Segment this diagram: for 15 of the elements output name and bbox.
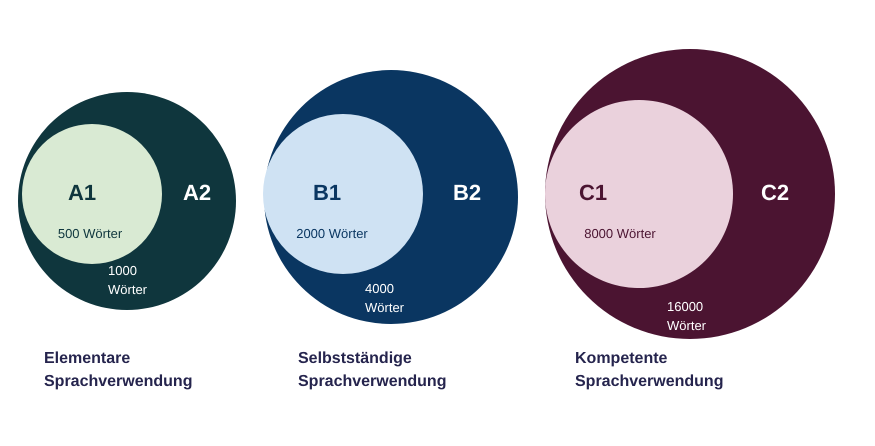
level-label: B2 bbox=[452, 180, 482, 206]
level-label: C1 bbox=[578, 180, 608, 206]
word-count-label: 4000 Wörter bbox=[365, 280, 405, 317]
level-label: C2 bbox=[760, 180, 790, 206]
word-count-label: 500 Wörter bbox=[58, 226, 122, 242]
level-label: A2 bbox=[182, 180, 212, 206]
level-label: A1 bbox=[68, 180, 96, 206]
level-label: B1 bbox=[312, 180, 342, 206]
group-caption: Kompetente Sprachverwendung bbox=[575, 349, 724, 392]
word-count-label: 2000 Wörter bbox=[296, 226, 368, 242]
word-count-label: 8000 Wörter bbox=[584, 226, 656, 242]
word-count-label: 1000 Wörter bbox=[108, 262, 148, 299]
group-caption: Elementare Sprachverwendung bbox=[44, 349, 194, 392]
group-caption: Selbstständige Sprachverwendung bbox=[298, 349, 448, 392]
word-count-label: 16000 Wörter bbox=[667, 298, 707, 335]
